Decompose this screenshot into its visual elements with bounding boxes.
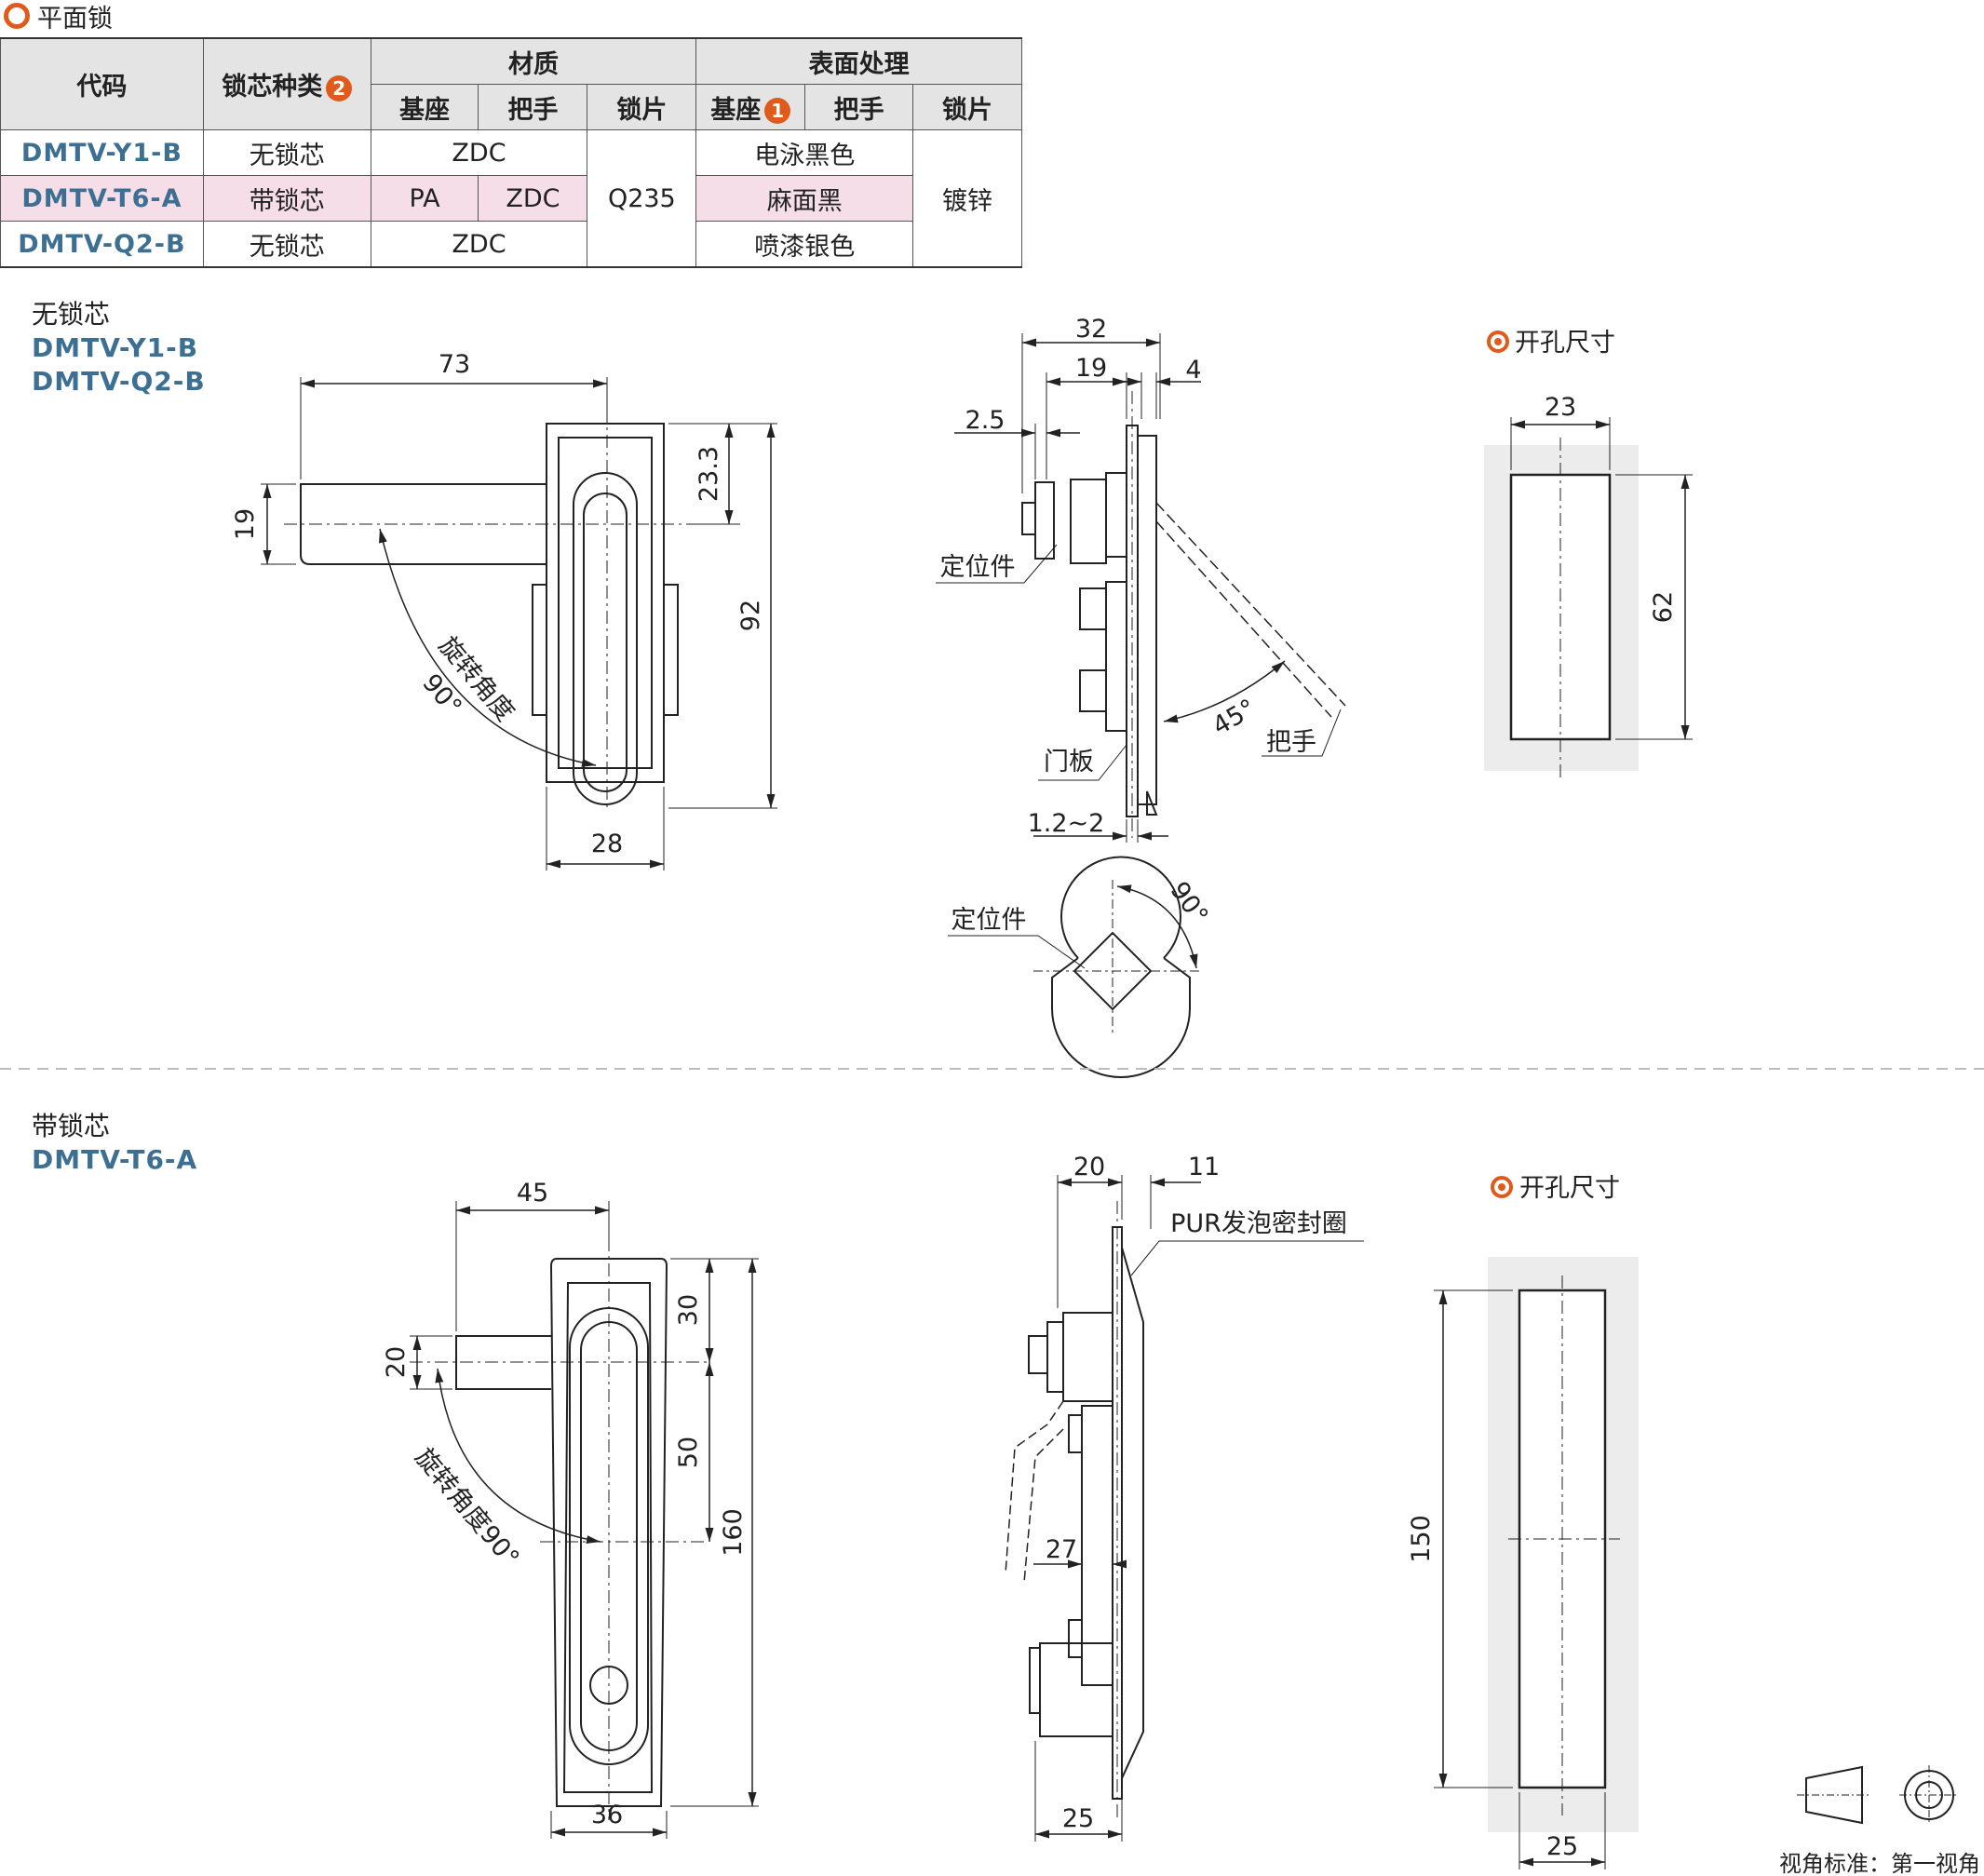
note-badge-1: 1 bbox=[764, 98, 791, 124]
handle-label: 把手 bbox=[1266, 728, 1316, 757]
row-code: DMTV-Q2-B bbox=[0, 221, 204, 268]
first-angle-projection-icon bbox=[1797, 1765, 1959, 1825]
lock1-side-view bbox=[936, 333, 1346, 843]
dim-50: 50 bbox=[674, 1437, 703, 1468]
locator-label-2: 定位件 bbox=[952, 906, 1027, 935]
rotation-angle-label-2: 旋转角度90° bbox=[410, 1443, 525, 1572]
seal-label: PUR发泡密封圈 bbox=[1170, 1209, 1347, 1238]
row-code: DMTV-Y1-B bbox=[0, 129, 204, 176]
dim-11: 11 bbox=[1188, 1153, 1220, 1181]
page-title-text: 平面锁 bbox=[37, 4, 113, 34]
dim-36: 36 bbox=[591, 1801, 623, 1829]
target-bullet-icon bbox=[1487, 331, 1509, 353]
row-material: ZDC bbox=[370, 221, 588, 268]
col-header-material: 材质 bbox=[370, 37, 697, 85]
view-standard-label: 视角标准：第一视角 bbox=[1779, 1851, 1980, 1876]
table-row: DMTV-Q2-B 无锁芯 ZDC 喷漆银色 bbox=[0, 221, 1022, 268]
note-badge-2: 2 bbox=[326, 74, 353, 101]
target-bullet-icon bbox=[1491, 1176, 1513, 1198]
lock2-side-view bbox=[1005, 1175, 1364, 1842]
section1-label: 无锁芯 DMTV-Y1-B DMTV-Q2-B bbox=[32, 299, 206, 397]
dim-28: 28 bbox=[591, 830, 623, 858]
dim-20b: 20 bbox=[1073, 1153, 1105, 1181]
dim-27: 27 bbox=[1046, 1535, 1077, 1564]
cutout-label-1: 开孔尺寸 bbox=[1515, 329, 1615, 358]
dim-4: 4 bbox=[1185, 356, 1201, 385]
page-title: 平面锁 bbox=[4, 0, 113, 34]
table-row: DMTV-T6-A 带锁芯 PA ZDC 麻面黑 bbox=[0, 175, 1022, 222]
dim-160: 160 bbox=[719, 1508, 748, 1557]
row-handle-material: ZDC bbox=[478, 175, 588, 222]
cutout-label-2: 开孔尺寸 bbox=[1519, 1174, 1620, 1203]
row-plate-material: Q235 bbox=[587, 129, 697, 268]
section2-label: 带锁芯 DMTV-T6-A bbox=[32, 1111, 198, 1175]
angle-45-label: 45° bbox=[1208, 694, 1261, 741]
row-surface: 喷漆银色 bbox=[695, 221, 914, 268]
row-base-material: PA bbox=[370, 175, 479, 222]
cutout1 bbox=[1484, 417, 1693, 782]
row-material: ZDC bbox=[370, 129, 588, 176]
lock1-front-view bbox=[261, 377, 777, 871]
circle-bullet-icon bbox=[4, 3, 30, 29]
dim-23: 23 bbox=[1545, 393, 1576, 422]
dim-25b: 25 bbox=[1546, 1832, 1578, 1861]
row-surface: 麻面黑 bbox=[695, 175, 914, 222]
lock2-front-view bbox=[410, 1201, 759, 1839]
dim-73: 73 bbox=[439, 350, 470, 379]
dim-25: 25 bbox=[1062, 1804, 1094, 1833]
dim-150: 150 bbox=[1407, 1515, 1436, 1563]
dim-30: 30 bbox=[674, 1294, 703, 1326]
table-row: DMTV-Y1-B 无锁芯 ZDC Q235 电泳黑色 镀锌 bbox=[0, 129, 1022, 268]
dim-2-5: 2.5 bbox=[965, 406, 1005, 435]
col-header-plate: 锁片 bbox=[587, 84, 697, 130]
dim-23-3: 23.3 bbox=[695, 446, 723, 502]
row-core: 无锁芯 bbox=[202, 129, 371, 176]
dim-32: 32 bbox=[1075, 315, 1107, 344]
col-header-surface: 表面处理 bbox=[695, 37, 1022, 85]
row-code: DMTV-T6-A bbox=[0, 175, 204, 222]
col-header-handle: 把手 bbox=[478, 84, 588, 130]
dim-19b: 19 bbox=[1075, 354, 1107, 383]
dim-62: 62 bbox=[1649, 591, 1678, 623]
col-header-code: 代码 bbox=[0, 37, 204, 130]
dim-19: 19 bbox=[231, 508, 260, 540]
cutout2 bbox=[1434, 1257, 1639, 1869]
col-header-surface-handle: 把手 bbox=[804, 84, 914, 130]
row-plate-surface: 镀锌 bbox=[912, 129, 1022, 268]
col-header-base: 基座 bbox=[370, 84, 479, 130]
locator-label: 定位件 bbox=[940, 553, 1016, 582]
row-core: 无锁芯 bbox=[202, 221, 371, 268]
door-panel-label: 门板 bbox=[1044, 748, 1094, 776]
col-header-surface-plate: 锁片 bbox=[912, 84, 1022, 130]
dim-1-2: 1.2~2 bbox=[1028, 809, 1105, 838]
locator-detail bbox=[948, 856, 1201, 1078]
dim-20: 20 bbox=[382, 1346, 411, 1378]
dim-92: 92 bbox=[736, 600, 765, 631]
row-core: 带锁芯 bbox=[202, 175, 371, 222]
dim-45: 45 bbox=[517, 1179, 548, 1208]
